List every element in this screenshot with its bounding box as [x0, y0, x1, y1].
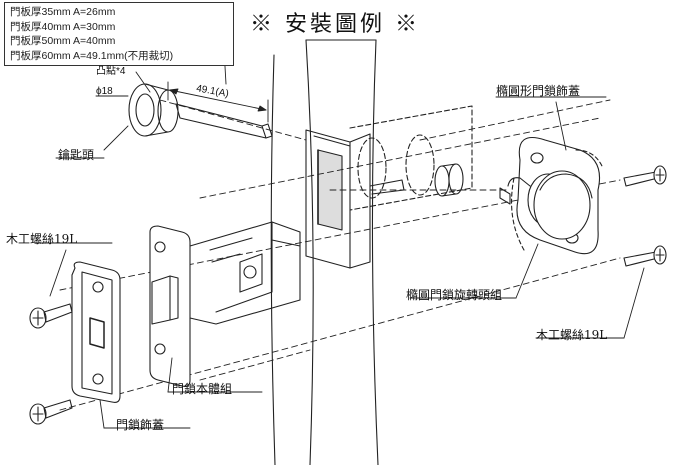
- latch-body: [189, 221, 301, 325]
- spec-row: 門板厚50mm A=40mm: [10, 35, 116, 47]
- label-screw-left: 木工螺絲19L: [6, 232, 78, 246]
- diagram-title: ※ 安裝圖例 ※: [250, 12, 420, 37]
- label-oval-cover: 橢圓形門鎖飾蓋: [496, 84, 581, 98]
- screw-right-lower: [623, 245, 667, 267]
- rotation-arrow: [511, 149, 603, 251]
- label-boss: 凸點*4: [96, 66, 126, 77]
- label-key-cylinder: 鑰匙頭: [58, 148, 95, 162]
- door-panel: [270, 39, 379, 465]
- label-lock-body: 門鎖本體組: [172, 382, 233, 396]
- latch-face-plate: [149, 225, 191, 387]
- screw-left-upper: [29, 303, 73, 329]
- dimension-line: [167, 81, 269, 123]
- bore-hole: [349, 105, 473, 211]
- spec-row: 門板厚40mm A=30mm: [10, 20, 116, 33]
- door-thickness-spec-table: 門板厚35mm A=26mm 門板厚40mm A=30mm 門板厚50mm A=…: [4, 2, 234, 66]
- hub-cylinder: [369, 163, 464, 197]
- screw-left-lower: [29, 399, 73, 425]
- spec-row: 門板厚60mm A=49.1mm(不用裁切): [10, 49, 174, 62]
- leader-lines: [35, 13, 645, 429]
- screw-right-upper: [623, 165, 667, 187]
- spec-row: 門板厚35mm A=26mm: [10, 6, 116, 18]
- strike-plate: [71, 261, 121, 403]
- label-turn-knob: 橢圓門鎖旋轉頭組: [406, 288, 503, 302]
- turn-knob: [499, 170, 593, 240]
- label-screw-right: 木工螺絲19L: [536, 328, 608, 342]
- label-strike-cover: 門鎖飾蓋: [116, 418, 165, 432]
- label-diameter: ϕ18: [96, 86, 113, 97]
- key-cylinder: [128, 83, 273, 139]
